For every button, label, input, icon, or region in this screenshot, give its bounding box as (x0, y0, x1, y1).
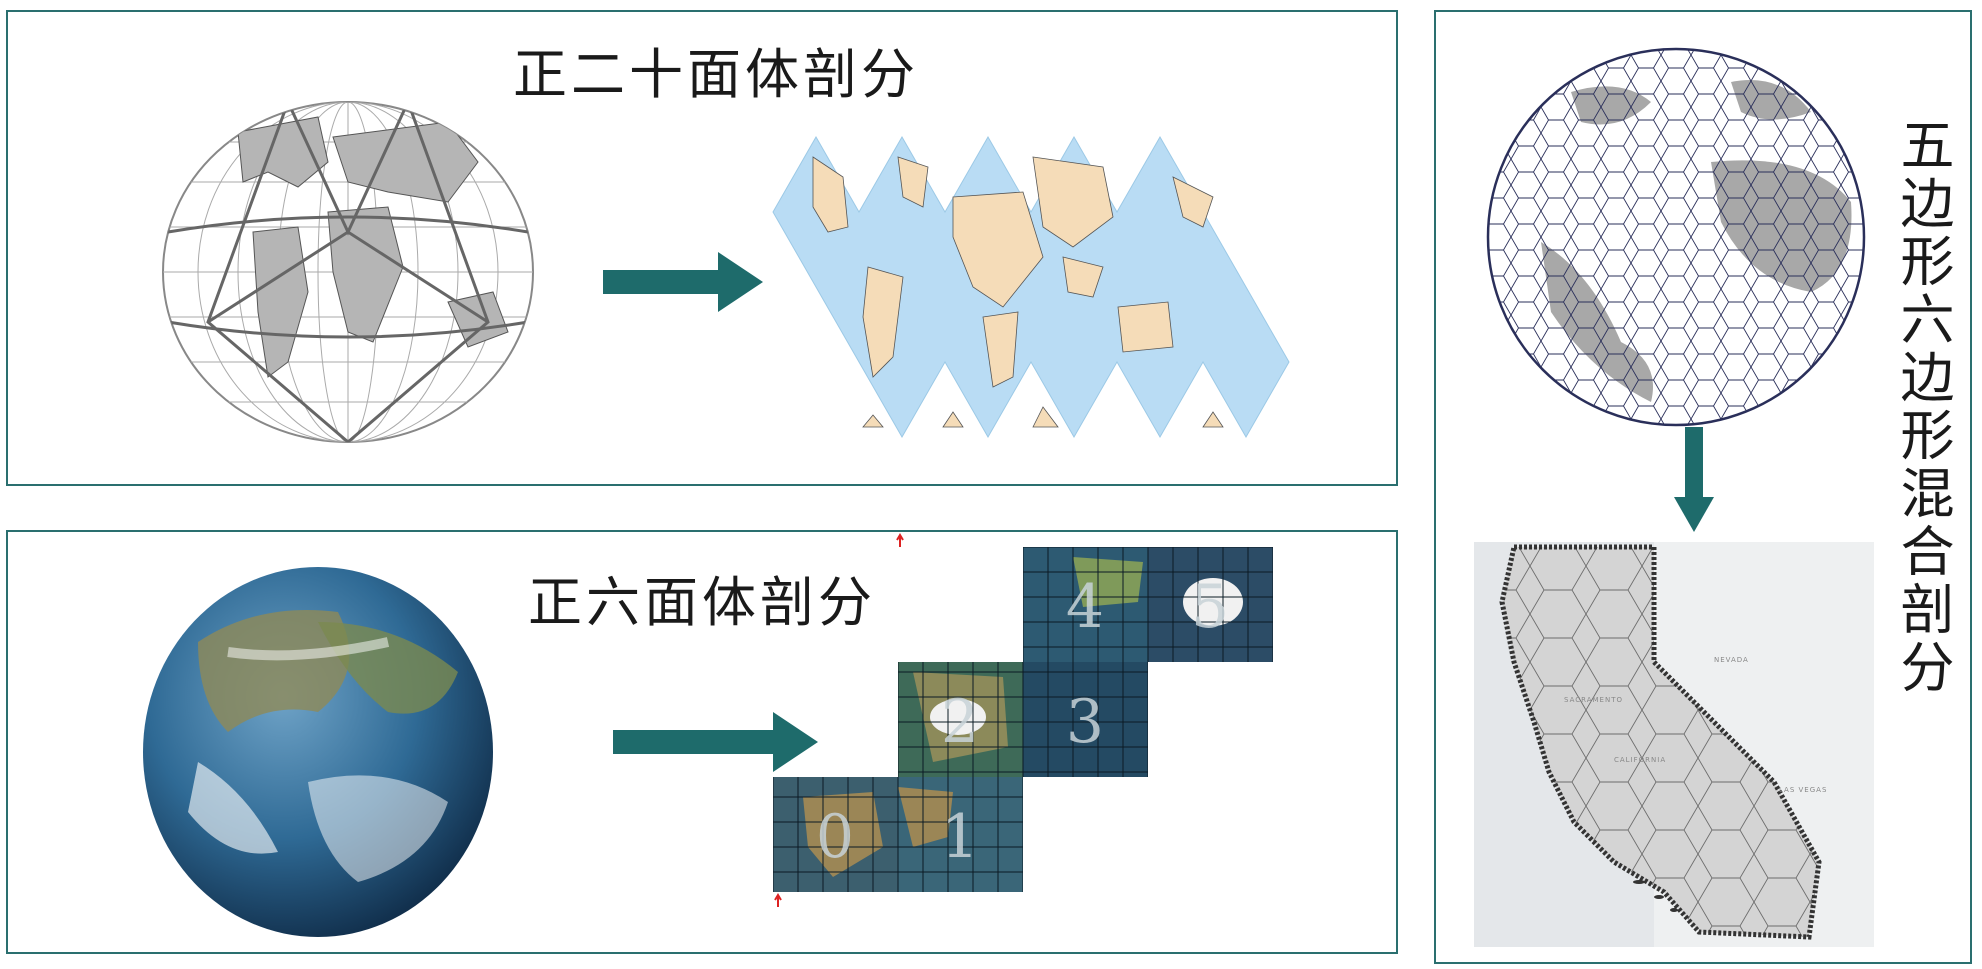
map-label-las-vegas: LAS VEGAS (1779, 786, 1827, 794)
cube-face-1 (898, 777, 1023, 892)
cube-net: 0 1 2 3 4 5 (773, 533, 1273, 907)
cube-face-label-3: 3 (1066, 687, 1104, 757)
down-arrow-icon (1674, 427, 1714, 532)
cube-face-0 (773, 777, 898, 892)
cube-panel: 正六面体剖分 (6, 530, 1398, 954)
cube-face-5 (1148, 547, 1273, 662)
right-arrow-icon (603, 252, 763, 312)
earth-globe (143, 567, 493, 937)
red-marker-icon-2 (774, 893, 782, 907)
cube-face-label-5: 5 (1191, 572, 1229, 642)
cube-title: 正六面体剖分 (528, 571, 876, 634)
red-marker-icon (896, 533, 904, 547)
icosahedron-net (772, 135, 1290, 439)
map-label-sacramento: SACRAMENTO (1564, 696, 1623, 704)
cube-face-3 (1023, 662, 1148, 777)
cube-face-label-1: 1 (941, 802, 979, 872)
cube-face-label-0: 0 (816, 802, 854, 872)
hexpent-title: 五边形六边形混合剖分 (1891, 117, 1954, 697)
right-arrow-icon-2 (613, 712, 818, 772)
cube-face-2 (898, 662, 1023, 777)
hexagon-sphere (1486, 47, 1866, 427)
california-hex-map: NEVADA SACRAMENTO CALIFORNIA LAS VEGAS (1474, 542, 1874, 947)
wireframe-globe (162, 101, 534, 443)
cube-face-label-4: 4 (1066, 572, 1104, 642)
cube-face-4 (1023, 547, 1148, 662)
icosahedron-title: 正二十面体剖分 (513, 43, 919, 106)
hexpent-panel: NEVADA SACRAMENTO CALIFORNIA LAS VEGAS 五… (1434, 10, 1972, 964)
cube-face-label-2: 2 (941, 687, 979, 757)
map-label-california: CALIFORNIA (1614, 756, 1666, 764)
icosahedron-panel: 正二十面体剖分 (6, 10, 1398, 486)
map-label-nevada: NEVADA (1714, 656, 1749, 664)
